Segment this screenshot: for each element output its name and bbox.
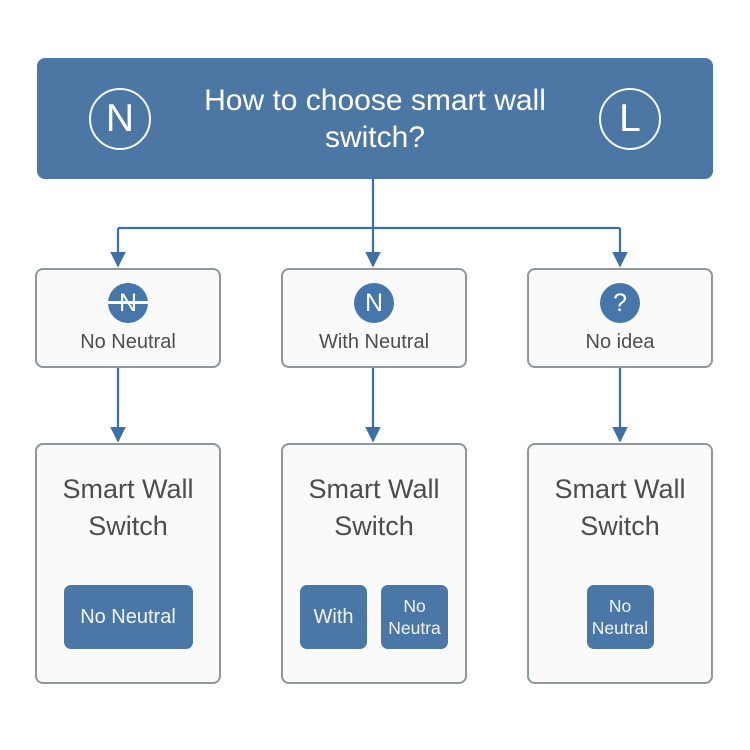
badge-letter: L: [619, 97, 641, 140]
option-label: No Neutral: [80, 331, 176, 353]
button-label: No: [608, 596, 632, 616]
variant-button-no-neutral: No Neutral: [586, 585, 654, 649]
question-icon: ?: [600, 283, 640, 323]
button-label: With: [313, 605, 354, 628]
result-title: Smart Wall Switch: [62, 474, 194, 541]
option-card-no-neutral: N No Neutral: [35, 268, 221, 368]
strikethrough-line: [105, 301, 151, 304]
variant-button-row: No Neutral: [529, 585, 711, 649]
button-label: Neutra: [388, 618, 441, 638]
neutral-wire-badge-icon: N: [89, 87, 151, 150]
variant-button-no-neutral: No Neutra: [381, 585, 448, 649]
neutral-wire-icon: N: [354, 283, 394, 323]
no-neutral-icon: N: [105, 283, 151, 323]
option-card-no-idea: ? No idea: [527, 268, 713, 368]
variant-button-row: No Neutral: [37, 585, 219, 649]
badge-letter: N: [105, 97, 135, 140]
variant-button-no-neutral: No Neutral: [63, 585, 193, 649]
icon-letter: ?: [613, 288, 627, 317]
variant-button-row: With No Neutra: [283, 585, 465, 649]
option-label: With Neutral: [318, 331, 430, 353]
result-card-with-neutral: Smart Wall Switch With No Neutra: [281, 443, 467, 684]
header-title: How to choose smart wall switch?: [204, 83, 546, 154]
option-label: No idea: [585, 331, 655, 353]
variant-button-with: With: [300, 585, 367, 649]
option-card-with-neutral: N With Neutral: [281, 268, 467, 368]
result-card-no-neutral: Smart Wall Switch No Neutral: [35, 443, 221, 684]
header-banner: N How to choose smart wall switch? L: [37, 58, 713, 179]
result-title: Smart Wall Switch: [308, 474, 440, 541]
result-title: Smart Wall Switch: [554, 474, 686, 541]
icon-letter: N: [364, 288, 384, 317]
button-label: No Neutral: [80, 605, 176, 628]
button-label: No: [403, 596, 426, 616]
button-label: Neutral: [591, 618, 649, 638]
live-wire-badge-icon: L: [599, 87, 661, 150]
result-card-no-idea: Smart Wall Switch No Neutral: [527, 443, 713, 684]
